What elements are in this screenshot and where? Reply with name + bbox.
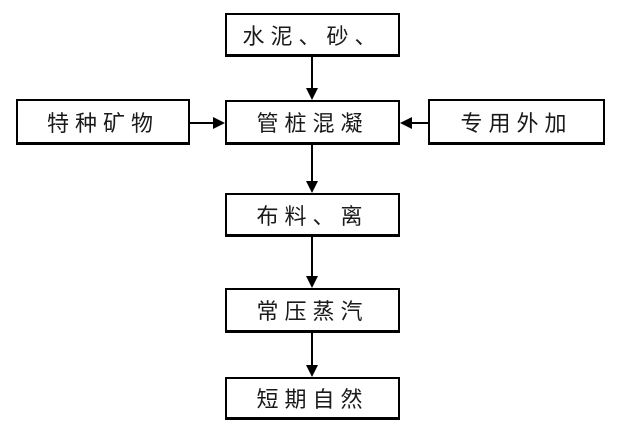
arrow-cement-to-concrete <box>306 57 318 100</box>
node-steam-curing: 常压蒸汽 <box>225 288 400 333</box>
arrow-minerals-to-concrete <box>190 117 225 129</box>
node-cement-sand: 水泥、砂、 <box>225 13 400 57</box>
node-special-minerals: 特种矿物 <box>16 99 190 145</box>
node-distribution-centrifuge: 布料、离 <box>225 193 400 237</box>
node-natural-curing: 短期自然 <box>225 377 400 420</box>
arrow-concrete-to-distribution <box>306 145 318 193</box>
node-pile-concrete: 管桩混凝 <box>225 100 400 145</box>
arrow-distribution-to-steam <box>306 237 318 288</box>
arrow-steam-to-natural <box>306 333 318 377</box>
node-special-admixture: 专用外加 <box>428 99 605 145</box>
arrow-admixture-to-concrete <box>400 117 428 129</box>
